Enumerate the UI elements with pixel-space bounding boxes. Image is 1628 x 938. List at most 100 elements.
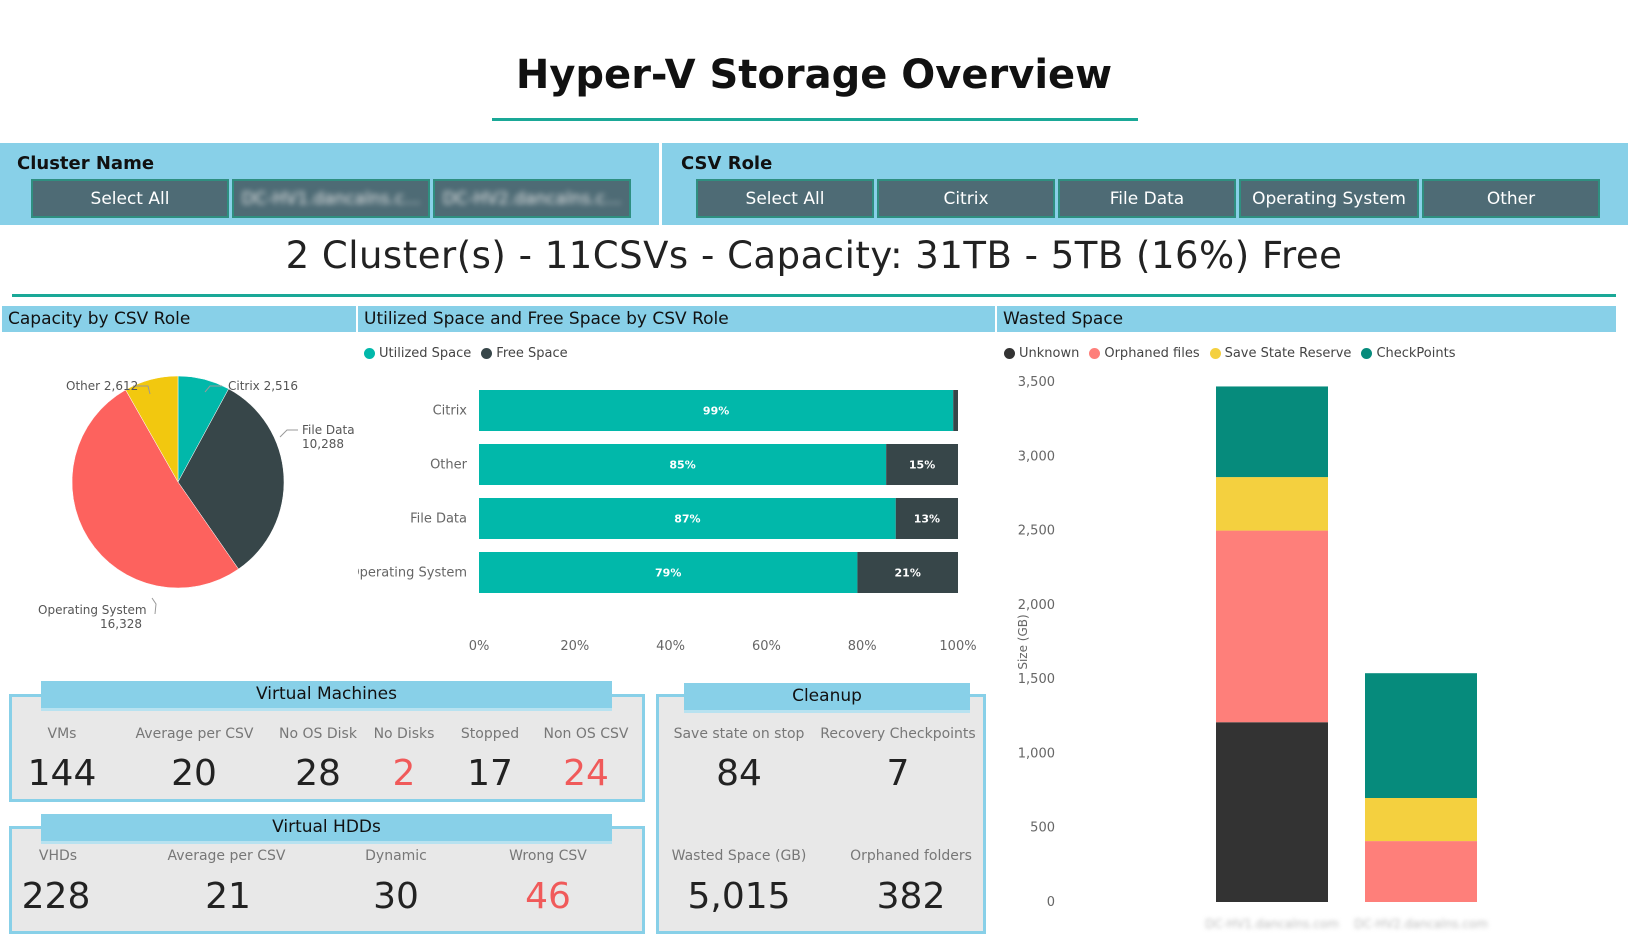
hdd-avg-per-csv-value: 21 (205, 876, 251, 917)
role-file-data-button[interactable]: File Data (1058, 179, 1236, 218)
bar-label-operating-system-free: 21% (895, 567, 921, 580)
legend-unknown[interactable]: Unknown (1004, 346, 1079, 361)
x-tick-4: 80% (848, 639, 877, 654)
column-dc-hv1-checkpoints[interactable] (1216, 386, 1328, 478)
wasted-space-gb-value: 5,015 (687, 876, 791, 917)
legend-orphaned-files[interactable]: Orphaned files (1089, 346, 1200, 361)
bar-label-citrix-utilized: 99% (703, 405, 729, 418)
x-tick-5: 100% (939, 639, 976, 654)
bar-label-file-data-utilized: 87% (674, 513, 700, 526)
y-tick-7: 3,500 (1018, 375, 1055, 390)
slicer-divider (659, 143, 662, 225)
vhds-label: VHDs (38, 848, 78, 864)
x-category-dc-hv1: DC-HV1.dancalns.com (1205, 917, 1339, 931)
legend-utilized-label: Utilized Space (379, 346, 472, 361)
pie-label-other: Other 2,612 (66, 379, 138, 393)
csv-role-slicer-label: CSV Role (681, 153, 773, 174)
bar-category-other: Other (430, 458, 468, 473)
other-leader-line (133, 385, 151, 395)
cluster-select-all-button[interactable]: Select All (31, 179, 229, 218)
y-tick-1: 500 (1030, 821, 1055, 836)
legend-utilized-space[interactable]: Utilized Space (364, 346, 471, 361)
pie-label-citrix: Citrix 2,516 (228, 379, 298, 393)
role-select-all-button[interactable]: Select All (696, 179, 874, 218)
stopped-value: 17 (467, 753, 513, 794)
vm-kpi-value: 144 (27, 753, 97, 794)
column-dc-hv2-checkpoints[interactable] (1365, 673, 1477, 798)
stopped-label: Stopped (460, 726, 520, 742)
column-dc-hv1-save-state-reserve[interactable] (1216, 477, 1328, 531)
bar-other-utilized[interactable] (479, 444, 887, 485)
column-dc-hv2-save-state-reserve[interactable] (1365, 798, 1477, 842)
bar-operating-system-utilized[interactable] (479, 552, 858, 593)
cluster-dc-hv1-button[interactable]: DC-HV1.dancalns.c... (232, 179, 430, 218)
legend-checkpoints[interactable]: CheckPoints (1361, 346, 1455, 361)
pie-label-file-data: File Data (302, 423, 355, 437)
wasted-legend: Unknown Orphaned files Save State Reserv… (1004, 346, 1455, 361)
utilized-legend: Utilized Space Free Space (364, 346, 568, 361)
vm-avg-per-csv-value: 20 (171, 753, 217, 794)
bar-category-file-data: File Data (410, 512, 467, 527)
x-category-dc-hv2: DC-HV2.dancalns.com (1354, 917, 1488, 931)
column-dc-hv1-unknown[interactable] (1216, 722, 1328, 902)
bar-citrix-utilized[interactable] (479, 390, 954, 431)
y-tick-2: 1,000 (1018, 746, 1055, 761)
bar-operating-system-free[interactable] (857, 552, 958, 593)
cluster-dc-hv2-button[interactable]: DC-HV2.dancalns.c... (433, 179, 631, 218)
x-tick-0: 0% (469, 639, 490, 654)
bar-file-data-utilized[interactable] (479, 498, 896, 539)
pie-label-operating-system-value: 16,328 (100, 617, 142, 631)
save-state-on-stop-label: Save state on stop (673, 726, 805, 742)
pie-slice-other[interactable] (125, 375, 179, 483)
legend-free-dot (481, 348, 493, 359)
legend-save-state[interactable]: Save State Reserve (1209, 346, 1352, 361)
role-citrix-button[interactable]: Citrix (877, 179, 1055, 218)
hdd-avg-per-csv-label: Average per CSV (167, 848, 286, 864)
citrix-leader-line (204, 385, 222, 393)
legend-unknown-dot (1004, 348, 1015, 359)
file-data-leader-line (279, 429, 298, 438)
role-operating-system-label: Operating System (1252, 188, 1406, 209)
vm-card-title: Virtual Machines (41, 681, 612, 711)
capacity-panel-header: Capacity by CSV Role (2, 306, 356, 332)
wrong-csv-label: Wrong CSV (509, 848, 587, 864)
orphaned-folders-value: 382 (876, 876, 946, 917)
bar-file-data-free[interactable] (895, 498, 958, 539)
bar-other-free[interactable] (886, 444, 958, 485)
recovery-checkpoints-label: Recovery Checkpoints (820, 726, 976, 742)
pie-slice-file-data[interactable] (177, 388, 285, 570)
bar-label-operating-system-utilized: 79% (655, 567, 681, 580)
vm-avg-per-csv-label: Average per CSV (135, 726, 254, 742)
role-other-button[interactable]: Other (1422, 179, 1600, 218)
vm-kpi-label: VMs (47, 726, 77, 742)
y-tick-3: 1,500 (1018, 672, 1055, 687)
legend-save-state-label: Save State Reserve (1224, 346, 1352, 361)
y-tick-6: 3,000 (1018, 449, 1055, 464)
pie-label-file-data-value: 10,288 (302, 437, 344, 451)
summary-underline (12, 294, 1616, 297)
save-state-on-stop-value: 84 (716, 753, 762, 794)
wasted-stacked-chart: Size (GB) 05001,0001,5002,0002,5003,0003… (1016, 375, 1488, 931)
no-disks-value: 2 (392, 753, 416, 794)
legend-free-label: Free Space (496, 346, 568, 361)
bar-category-operating-system: Operating System (358, 566, 467, 581)
bar-citrix-free[interactable] (953, 390, 958, 431)
vm-card (9, 694, 645, 802)
bar-category-citrix: Citrix (433, 404, 468, 419)
role-select-all-label: Select All (745, 188, 825, 209)
dynamic-value: 30 (373, 876, 419, 917)
no-disks-label: No Disks (373, 726, 435, 742)
wasted-space-gb-label: Wasted Space (GB) (671, 848, 807, 864)
column-dc-hv2-orphaned-files[interactable] (1365, 841, 1477, 902)
cluster-dc-hv2-label: DC-HV2.dancalns.c... (442, 188, 622, 209)
legend-free-space[interactable]: Free Space (481, 346, 568, 361)
column-dc-hv1-orphaned-files[interactable] (1216, 530, 1328, 723)
cluster-select-all-label: Select All (90, 188, 170, 209)
cluster-dc-hv1-label: DC-HV1.dancalns.c... (241, 188, 421, 209)
pie-slice-operating-system[interactable] (71, 389, 239, 589)
wasted-y-axis-title: Size (GB) (1016, 614, 1030, 669)
role-operating-system-button[interactable]: Operating System (1239, 179, 1419, 218)
os-leader-line (151, 597, 157, 615)
x-tick-3: 60% (752, 639, 781, 654)
capacity-pie-chart: Other 2,612 Citrix 2,516 File Data 10,28… (38, 375, 355, 631)
